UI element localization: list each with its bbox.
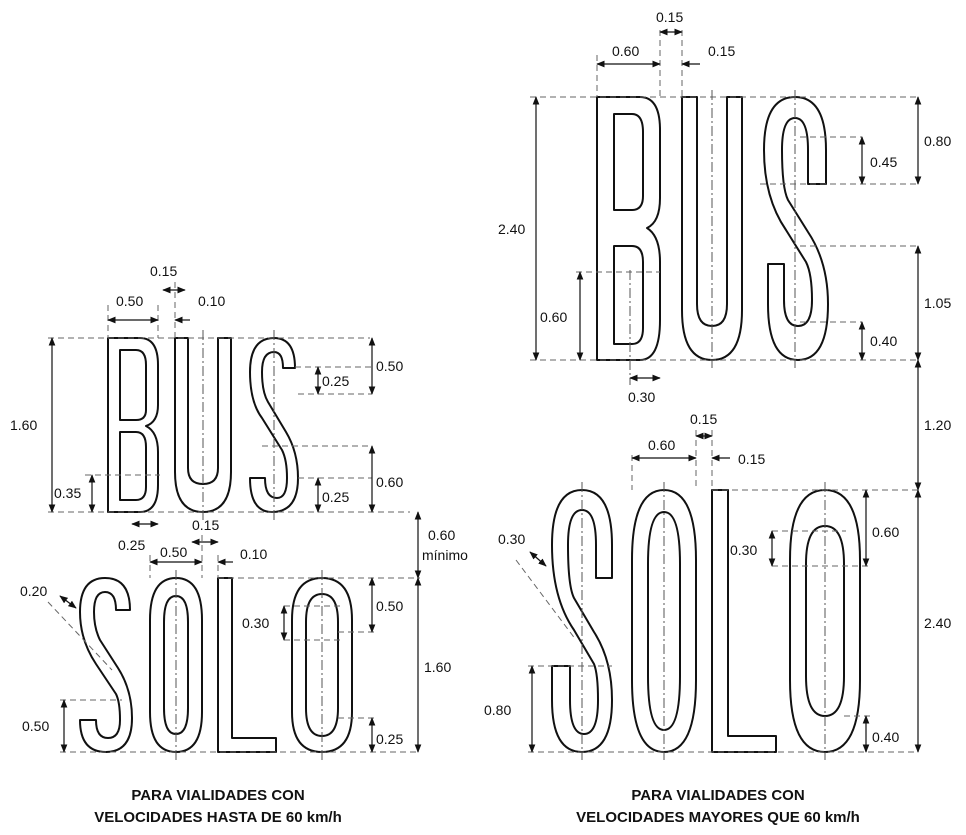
right-solo-letter-o xyxy=(631,489,697,753)
right-gap-dim: 1.20 xyxy=(924,417,951,433)
right-bus-dimensions: 0.15 0.60 0.15 2.40 0.60 0.30 0.45 0.80 … xyxy=(498,9,951,405)
left-bus-dim-top-2: 0.50 xyxy=(116,293,143,309)
right-bus-dim-top-2: 0.60 xyxy=(612,43,639,59)
left-bus-dim-bottom: 0.25 xyxy=(118,537,145,553)
left-gap-dim: 0.60 xyxy=(428,527,455,543)
right-bus-dim-b-lower: 0.60 xyxy=(540,309,567,325)
left-solo-letter-o2 xyxy=(291,577,353,753)
left-solo-dim-top-1: 0.15 xyxy=(192,517,219,533)
left-solo-letter-o xyxy=(149,577,203,753)
left-solo-dim-o-top: 0.50 xyxy=(376,598,403,614)
right-solo-dim-top-1: 0.15 xyxy=(690,411,717,427)
left-bus-dim-b-lower: 0.35 xyxy=(54,485,81,501)
left-solo-dim-o-inner: 0.30 xyxy=(242,615,269,631)
left-solo-dim-diag: 0.20 xyxy=(20,583,47,599)
right-solo-dim-s-lower: 0.80 xyxy=(484,702,511,718)
left-solo-letter-l xyxy=(217,577,277,753)
right-caption-line2: VELOCIDADES MAYORES QUE 60 km/h xyxy=(576,809,860,826)
left-bus-word xyxy=(48,282,410,520)
right-solo-dim-top-3: 0.15 xyxy=(738,451,765,467)
right-bus-word xyxy=(530,30,918,385)
right-bus-dim-s-mid: 1.05 xyxy=(924,295,951,311)
right-caption-line1: PARA VIALIDADES CON xyxy=(631,787,804,804)
right-solo-letter-l xyxy=(711,489,777,753)
right-letter-s xyxy=(763,96,829,361)
left-solo-dim-height: 1.60 xyxy=(424,659,451,675)
right-bus-dim-top-3: 0.15 xyxy=(708,43,735,59)
left-solo-dim-top-2: 0.50 xyxy=(160,544,187,560)
left-caption-line2: VELOCIDADES HASTA DE 60 km/h xyxy=(94,809,342,826)
right-bus-dim-s-top: 0.80 xyxy=(924,133,951,149)
left-letter-s xyxy=(249,337,299,513)
right-solo-dim-o-top: 0.60 xyxy=(872,524,899,540)
right-bus-dim-height: 2.40 xyxy=(498,221,525,237)
left-caption-line1: PARA VIALIDADES CON xyxy=(131,787,304,804)
right-solo-dimensions: 0.15 0.60 0.15 0.30 0.80 0.30 0.60 2.40 … xyxy=(484,411,951,753)
right-letter-b xyxy=(596,96,661,361)
right-bus-dim-bottom: 0.30 xyxy=(628,389,655,405)
right-solo-dim-height: 2.40 xyxy=(924,615,951,631)
right-solo-dim-o-inner: 0.30 xyxy=(730,542,757,558)
right-solo-dim-diag: 0.30 xyxy=(498,531,525,547)
left-bus-dim-top-3: 0.10 xyxy=(198,293,225,309)
left-solo-dim-s-lower: 0.50 xyxy=(22,718,49,734)
right-solo-letter-o2 xyxy=(789,489,861,753)
left-gap-note: mínimo xyxy=(422,547,468,563)
right-bus-dim-top-1: 0.15 xyxy=(656,9,683,25)
left-bus-dim-height: 1.60 xyxy=(10,417,37,433)
left-solo-dimensions: 0.15 0.50 0.10 0.20 0.50 0.30 0.50 1.60 … xyxy=(20,517,451,753)
left-bus-dim-s-top-big: 0.50 xyxy=(376,358,403,374)
left-bus-dim-top-1: 0.15 xyxy=(150,263,177,279)
left-bus-dimensions: 0.15 0.50 0.10 1.60 0.35 0.25 0.50 0.25 … xyxy=(10,263,403,553)
right-solo-word xyxy=(515,430,918,760)
left-solo-dim-o-bottom: 0.25 xyxy=(376,731,403,747)
left-solo-letter-s xyxy=(79,577,133,753)
right-solo-dim-top-2: 0.60 xyxy=(648,437,675,453)
right-solo-dim-o-bottom: 0.40 xyxy=(872,729,899,745)
right-bus-dim-s-inner-top: 0.45 xyxy=(870,154,897,170)
left-letter-b xyxy=(107,337,159,513)
left-solo-word xyxy=(47,535,420,760)
left-bus-dim-s-bot-big: 0.60 xyxy=(376,474,403,490)
left-bus-dim-s-top-small: 0.25 xyxy=(322,373,349,389)
left-solo-dim-top-3: 0.10 xyxy=(240,546,267,562)
right-bus-dim-s-inner-bot: 0.40 xyxy=(870,333,897,349)
left-bus-dim-s-bot-small: 0.25 xyxy=(322,489,349,505)
